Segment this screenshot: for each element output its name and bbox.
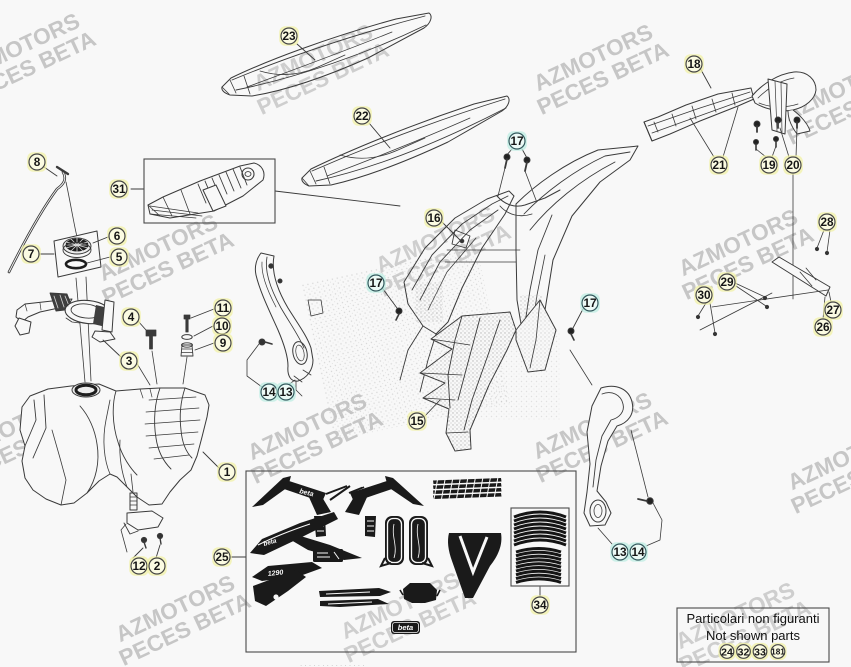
svg-text:8: 8 — [34, 155, 41, 169]
svg-text:25: 25 — [215, 550, 229, 564]
svg-text:beta: beta — [398, 623, 413, 632]
svg-text:2: 2 — [154, 559, 161, 573]
svg-text:32: 32 — [738, 646, 750, 658]
svg-text:3: 3 — [126, 354, 133, 368]
svg-text:20: 20 — [786, 158, 800, 172]
svg-text:12: 12 — [132, 559, 146, 573]
svg-text:27: 27 — [826, 303, 840, 317]
svg-text:17: 17 — [369, 276, 383, 290]
svg-text:1290: 1290 — [267, 569, 283, 578]
svg-text:15: 15 — [410, 414, 424, 428]
svg-text:beta: beta — [263, 537, 278, 548]
svg-text:9: 9 — [220, 336, 227, 350]
svg-text:33: 33 — [754, 646, 766, 658]
svg-text:1: 1 — [224, 465, 231, 479]
svg-text:18: 18 — [687, 57, 701, 71]
svg-text:24: 24 — [721, 646, 733, 658]
svg-text:23: 23 — [282, 29, 296, 43]
svg-text:6: 6 — [114, 229, 121, 243]
svg-text:28: 28 — [820, 215, 834, 229]
svg-text:beta: beta — [361, 479, 377, 489]
svg-text:29: 29 — [720, 275, 734, 289]
svg-text:19: 19 — [762, 158, 776, 172]
svg-text:31: 31 — [112, 182, 126, 196]
svg-text:26: 26 — [816, 320, 830, 334]
svg-text:11: 11 — [217, 301, 230, 315]
svg-text:13: 13 — [279, 385, 293, 399]
svg-text:4: 4 — [128, 310, 135, 324]
svg-text:17: 17 — [510, 134, 524, 148]
svg-text:13: 13 — [613, 545, 627, 559]
svg-text:10: 10 — [215, 319, 229, 333]
svg-text:30: 30 — [697, 288, 711, 302]
svg-text:21: 21 — [712, 158, 726, 172]
svg-text:16: 16 — [427, 211, 441, 225]
svg-text:14: 14 — [631, 545, 645, 559]
svg-text:14: 14 — [262, 385, 276, 399]
svg-text:34: 34 — [533, 598, 547, 612]
svg-text:17: 17 — [583, 296, 597, 310]
svg-text:181: 181 — [771, 647, 785, 656]
svg-text:Particolari non figuranti: Particolari non figuranti — [687, 611, 820, 626]
svg-text:22: 22 — [355, 109, 369, 123]
svg-text:5: 5 — [116, 250, 123, 264]
svg-text:. . . . . . . . . . . . . . .: . . . . . . . . . . . . . . . — [300, 659, 364, 667]
svg-text:Not shown parts: Not shown parts — [706, 628, 800, 643]
svg-text:beta: beta — [299, 488, 315, 498]
svg-text:7: 7 — [28, 247, 35, 261]
